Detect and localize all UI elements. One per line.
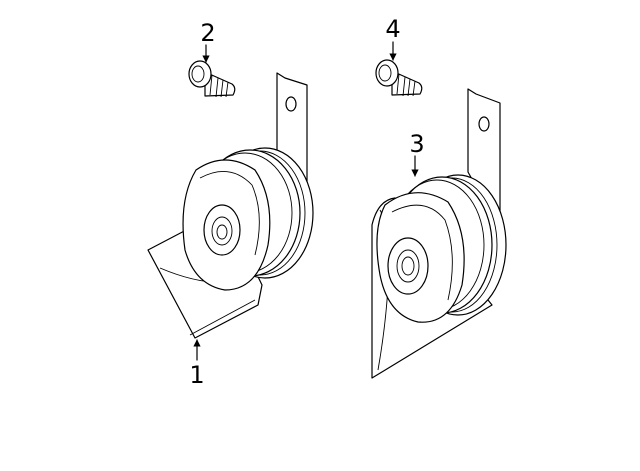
callout-2-label: 2	[200, 19, 215, 47]
callout-4-label: 4	[385, 15, 400, 43]
horn-3	[371, 88, 507, 379]
callout-3-label: 3	[409, 130, 424, 158]
callout-1-label: 1	[189, 361, 204, 389]
horn-1	[147, 72, 314, 339]
bolt-4	[375, 59, 423, 97]
callout-2: 2	[200, 19, 216, 63]
callout-3: 3	[409, 130, 425, 177]
callout-4: 4	[385, 15, 401, 61]
bolt-2	[188, 60, 236, 98]
callout-1: 1	[189, 339, 205, 389]
